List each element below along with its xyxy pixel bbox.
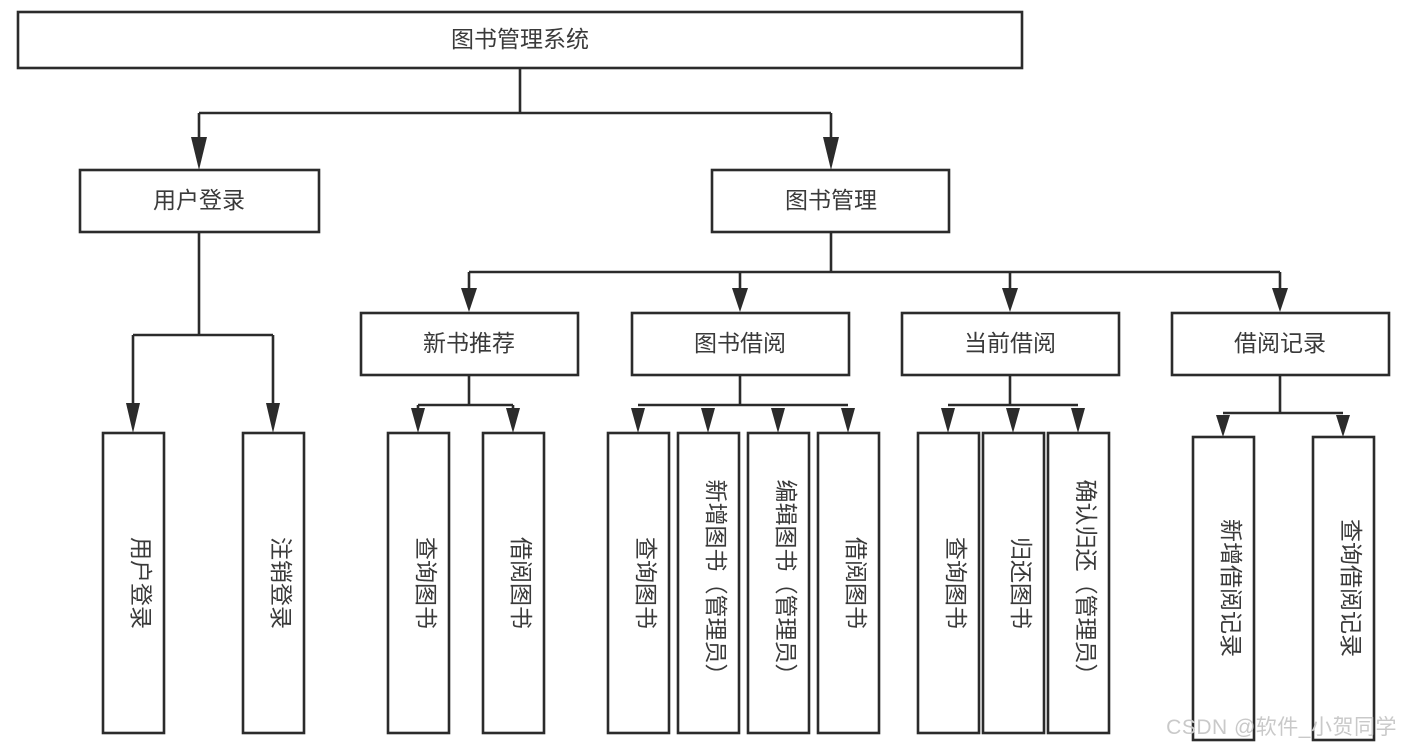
arrow-head-new-book-recommend xyxy=(461,288,477,312)
arrow-head-cb-leaf2 xyxy=(1006,408,1020,433)
leaf-borrow-record-add-label: 新增借阅记录 xyxy=(1218,519,1244,657)
node-current-borrow-label: 当前借阅 xyxy=(964,330,1056,356)
arrow-head-bb-leaf2 xyxy=(701,408,715,433)
arrow-head-leaf-logout xyxy=(266,403,280,433)
leaf-book-borrow-edit-label: 编辑图书（管理员） xyxy=(773,480,799,687)
leaf-new-book-query[interactable]: 查询图书 xyxy=(386,431,451,735)
leaf-current-borrow-query-label: 查询图书 xyxy=(943,537,969,629)
leaf-borrow-record-query-label: 查询借阅记录 xyxy=(1338,519,1364,657)
leaf-new-book-borrow-label: 借阅图书 xyxy=(508,537,534,629)
arrow-head-book-borrow xyxy=(732,288,748,312)
node-new-book-recommend-rect[interactable] xyxy=(359,311,580,377)
node-borrow-record-rect[interactable] xyxy=(1170,311,1391,377)
node-book-borrow[interactable]: 图书借阅 xyxy=(630,311,851,377)
leaf-current-borrow-query[interactable]: 查询图书 xyxy=(916,431,981,735)
node-root-label: 图书管理系统 xyxy=(451,26,589,52)
leaf-book-borrow-query[interactable]: 查询图书 xyxy=(606,431,671,735)
arrow-head-br-leaf1 xyxy=(1216,415,1230,437)
arrow-head-borrow-record xyxy=(1272,288,1288,312)
leaf-borrow-record-add[interactable]: 新增借阅记录 xyxy=(1191,435,1256,742)
leaf-new-book-query-label: 查询图书 xyxy=(413,537,439,629)
leaf-book-borrow-add-label: 新增图书（管理员） xyxy=(703,480,729,687)
arrow-head-cb-leaf1 xyxy=(941,408,955,433)
leaf-borrow-record-query-rect[interactable] xyxy=(1311,435,1376,742)
leaf-user-login-logout[interactable]: 注销登录 xyxy=(241,431,306,735)
leaf-borrow-record-add-rect[interactable] xyxy=(1191,435,1256,742)
node-book-manage-label: 图书管理 xyxy=(785,187,877,213)
leaf-book-borrow-borrow-rect[interactable] xyxy=(816,431,881,735)
node-borrow-record[interactable]: 借阅记录 xyxy=(1170,311,1391,377)
node-root-rect[interactable] xyxy=(16,10,1024,70)
node-book-borrow-label: 图书借阅 xyxy=(694,330,786,356)
node-book-borrow-rect[interactable] xyxy=(630,311,851,377)
connector-group-new-book-recommend xyxy=(411,375,520,433)
node-new-book-recommend-label: 新书推荐 xyxy=(423,330,515,356)
leaf-current-borrow-return[interactable]: 归还图书 xyxy=(981,431,1046,735)
leaf-new-book-borrow[interactable]: 借阅图书 xyxy=(481,431,546,735)
arrow-head-bb-leaf1 xyxy=(631,408,645,433)
leaf-book-borrow-borrow[interactable]: 借阅图书 xyxy=(816,431,881,735)
arrow-head-bb-leaf3 xyxy=(771,408,785,433)
node-user-login-rect[interactable] xyxy=(78,168,321,234)
leaf-current-borrow-confirm[interactable]: 确认归还（管理员） xyxy=(1046,431,1111,735)
node-book-manage[interactable]: 图书管理 xyxy=(710,168,951,234)
arrow-head-nb-leaf2 xyxy=(506,408,520,433)
arrow-head-leaf-user-login xyxy=(126,403,140,433)
connector-group-borrow-record xyxy=(1216,375,1350,437)
connector-group-current-borrow xyxy=(941,375,1085,433)
leaf-book-borrow-edit-rect[interactable] xyxy=(746,431,811,735)
arrow-head-cb-leaf3 xyxy=(1071,408,1085,433)
leaf-book-borrow-edit[interactable]: 编辑图书（管理员） xyxy=(746,431,811,735)
node-new-book-recommend[interactable]: 新书推荐 xyxy=(359,311,580,377)
leaf-user-login-logout-label: 注销登录 xyxy=(268,537,294,629)
leaf-current-borrow-confirm-label: 确认归还（管理员） xyxy=(1073,480,1099,687)
leaf-new-book-borrow-rect[interactable] xyxy=(481,431,546,735)
leaf-current-borrow-return-label: 归还图书 xyxy=(1008,537,1034,629)
arrow-head-br-leaf2 xyxy=(1336,415,1350,437)
leaf-book-borrow-borrow-label: 借阅图书 xyxy=(843,537,869,629)
leaf-book-borrow-query-label: 查询图书 xyxy=(633,537,659,629)
arrow-head-bb-leaf4 xyxy=(841,408,855,433)
leaf-user-login-logout-rect[interactable] xyxy=(241,431,306,735)
arrow-head-user-login xyxy=(191,137,207,170)
node-current-borrow[interactable]: 当前借阅 xyxy=(900,311,1121,377)
arrow-head-book-manage xyxy=(823,137,839,170)
leaf-current-borrow-return-rect[interactable] xyxy=(981,431,1046,735)
leaf-user-login-login-label: 用户登录 xyxy=(128,537,154,629)
csdn-watermark: CSDN @软件_小贺同学 xyxy=(1166,716,1397,739)
connector-group-book-borrow xyxy=(631,375,855,433)
node-root[interactable]: 图书管理系统 xyxy=(16,10,1024,70)
leaf-user-login-login-rect[interactable] xyxy=(101,431,166,735)
leaf-book-borrow-add-rect[interactable] xyxy=(676,431,741,735)
leaf-user-login-login[interactable]: 用户登录 xyxy=(101,431,166,735)
leaf-borrow-record-query[interactable]: 查询借阅记录 xyxy=(1311,435,1376,742)
leaf-book-borrow-query-rect[interactable] xyxy=(606,431,671,735)
leaf-book-borrow-add[interactable]: 新增图书（管理员） xyxy=(676,431,741,735)
leaf-current-borrow-confirm-rect[interactable] xyxy=(1046,431,1111,735)
node-book-manage-rect[interactable] xyxy=(710,168,951,234)
arrow-head-current-borrow xyxy=(1002,288,1018,312)
connector-group-book-manage xyxy=(461,232,1288,312)
node-borrow-record-label: 借阅记录 xyxy=(1234,330,1326,356)
leaf-new-book-query-rect[interactable] xyxy=(386,431,451,735)
node-user-login[interactable]: 用户登录 xyxy=(78,168,321,234)
connector-group-user-login xyxy=(126,232,280,433)
node-user-login-label: 用户登录 xyxy=(153,187,245,213)
node-current-borrow-rect[interactable] xyxy=(900,311,1121,377)
arrow-head-nb-leaf1 xyxy=(411,408,425,433)
connector-group-root xyxy=(191,68,839,170)
leaf-current-borrow-query-rect[interactable] xyxy=(916,431,981,735)
